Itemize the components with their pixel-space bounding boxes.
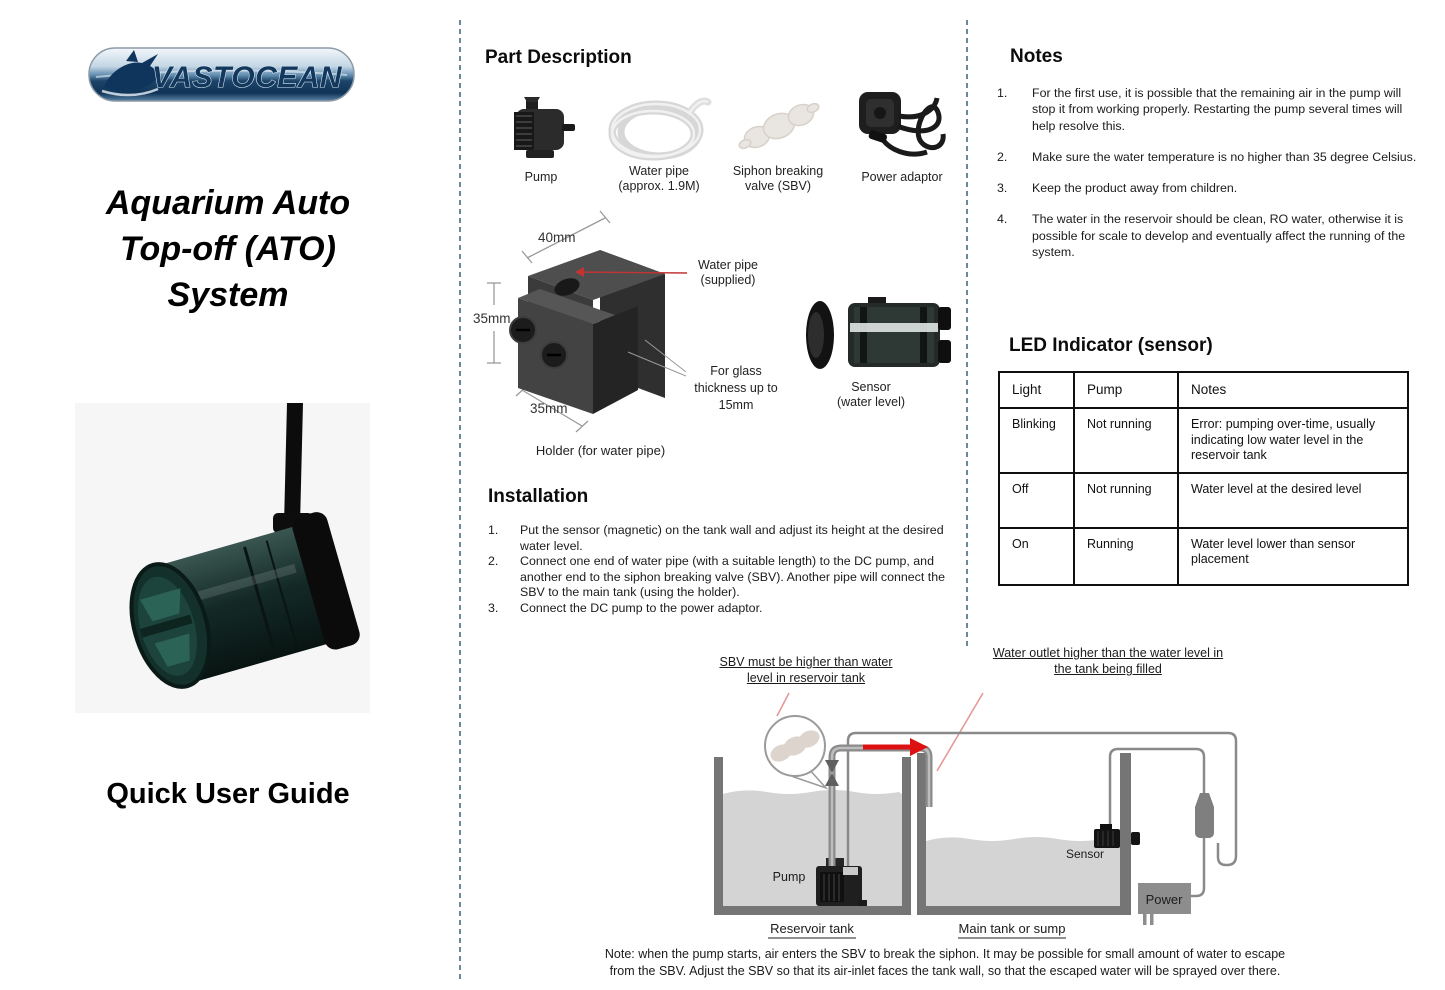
installation-list: 1. Put the sensor (magnetic) on the tank… bbox=[488, 523, 946, 617]
dim-35mm-left: 35mm bbox=[473, 311, 511, 326]
note-item: 4. The water in the reservoir should be … bbox=[997, 212, 1406, 260]
power-adaptor-image bbox=[859, 92, 946, 157]
diagram-power-box bbox=[1138, 883, 1191, 925]
diagram-footnote: Note: when the pump starts, air enters t… bbox=[604, 947, 1286, 978]
sbv-height-callout: SBV must be higher than water level in r… bbox=[719, 655, 893, 685]
holder-3d-image bbox=[509, 250, 665, 414]
title-line-3: System bbox=[167, 276, 289, 314]
power-adaptor-caption: Power adaptor bbox=[861, 170, 943, 184]
document-title: Aquarium Auto Top-off (ATO) System bbox=[63, 180, 393, 318]
main-tank-walls bbox=[917, 753, 1131, 915]
note-item: 1. For the first use, it is possible tha… bbox=[997, 86, 1403, 133]
main-tank-label: Main tank or sump bbox=[959, 921, 1066, 936]
vastocean-logo: VASTOCEAN bbox=[88, 47, 355, 102]
table-row: Blinking Not running Error: pumping over… bbox=[998, 407, 1409, 474]
installation-step: 2. Connect one end of water pipe (with a… bbox=[488, 554, 945, 600]
title-line-2: Top-off (ATO) bbox=[120, 230, 336, 268]
reservoir-tank-label: Reservoir tank bbox=[770, 921, 854, 936]
pump-power-cable bbox=[846, 731, 1238, 867]
part-description-heading: Part Description bbox=[485, 47, 632, 68]
water-level-sensor-image bbox=[806, 297, 951, 369]
col-header-notes: Notes bbox=[1177, 371, 1409, 409]
dim-35mm-bottom: 35mm bbox=[530, 401, 568, 416]
note-item: 2. Make sure the water temperature is no… bbox=[997, 149, 1417, 164]
table-header-row: Light Pump Notes bbox=[998, 371, 1409, 409]
holder-caption: Holder (for water pipe) bbox=[535, 443, 666, 458]
water-outlet-callout: Water outlet higher than the water level… bbox=[992, 646, 1224, 676]
note-item: 3. Keep the product away from children. bbox=[997, 181, 1238, 196]
sbv-caption: Siphon breaking valve (SBV) bbox=[732, 164, 824, 193]
installation-heading: Installation bbox=[488, 486, 589, 507]
water-pipe-supplied-label: Water pipe (supplied) bbox=[698, 258, 758, 287]
title-line-1: Aquarium Auto bbox=[105, 184, 351, 222]
diagram-sbv bbox=[825, 760, 839, 786]
marlin-fish-icon bbox=[101, 50, 159, 97]
right-column-divider bbox=[966, 20, 968, 646]
quick-user-guide-label: Quick User Guide bbox=[106, 778, 350, 810]
notes-heading: Notes bbox=[1010, 46, 1063, 67]
installation-diagram: Pump Sensor Power Reservoir tank Main ta… bbox=[714, 692, 1238, 939]
reservoir-tank-walls bbox=[714, 757, 911, 915]
pump-caption: Pump bbox=[524, 170, 558, 184]
water-pipe-image bbox=[608, 97, 712, 161]
diagram-pump-label: Pump bbox=[773, 870, 806, 884]
holder-dimension-diagram: 40mm 35mm 35mm bbox=[473, 210, 688, 433]
table-row: On Running Water level lower than sensor… bbox=[998, 526, 1409, 586]
sensor-cable bbox=[1108, 747, 1206, 831]
installation-step: 1. Put the sensor (magnetic) on the tank… bbox=[488, 523, 944, 553]
installation-step: 3. Connect the DC pump to the power adap… bbox=[488, 600, 763, 615]
flow-arrow bbox=[863, 738, 928, 756]
water-pipe-caption: Water pipe (approx. 1.9M) bbox=[618, 164, 700, 193]
diagram-power-label: Power bbox=[1146, 892, 1184, 907]
cable-connector bbox=[1195, 793, 1214, 838]
diagram-pump bbox=[816, 858, 867, 906]
ato-sensor-product-photo bbox=[75, 403, 370, 713]
glass-thickness-label: For glass thickness up to 15mm bbox=[694, 364, 778, 412]
diagram-sensor bbox=[1094, 824, 1140, 848]
dim-40mm: 40mm bbox=[538, 230, 576, 245]
table-row: Off Not running Water level at the desir… bbox=[998, 471, 1409, 529]
logo-wordmark: VASTOCEAN bbox=[152, 61, 343, 94]
notes-list: 1. For the first use, it is possible tha… bbox=[997, 85, 1419, 275]
led-indicator-table: Light Pump Notes Blinking Not running Er… bbox=[998, 371, 1409, 586]
left-column-divider bbox=[459, 20, 461, 982]
col-header-light: Light bbox=[998, 371, 1075, 409]
led-indicator-heading: LED Indicator (sensor) bbox=[1009, 335, 1213, 356]
sensor-water-level-label: Sensor (water level) bbox=[836, 380, 906, 409]
pump-image bbox=[514, 97, 575, 158]
water-pipe-pointer-arrow bbox=[575, 267, 688, 277]
power-box-cable bbox=[1189, 836, 1206, 898]
diagram-sensor-label: Sensor bbox=[1066, 847, 1104, 861]
siphon-breaking-valve-image bbox=[738, 102, 820, 150]
sbv-magnifier-bubble bbox=[764, 715, 829, 790]
col-header-pump: Pump bbox=[1073, 371, 1179, 409]
